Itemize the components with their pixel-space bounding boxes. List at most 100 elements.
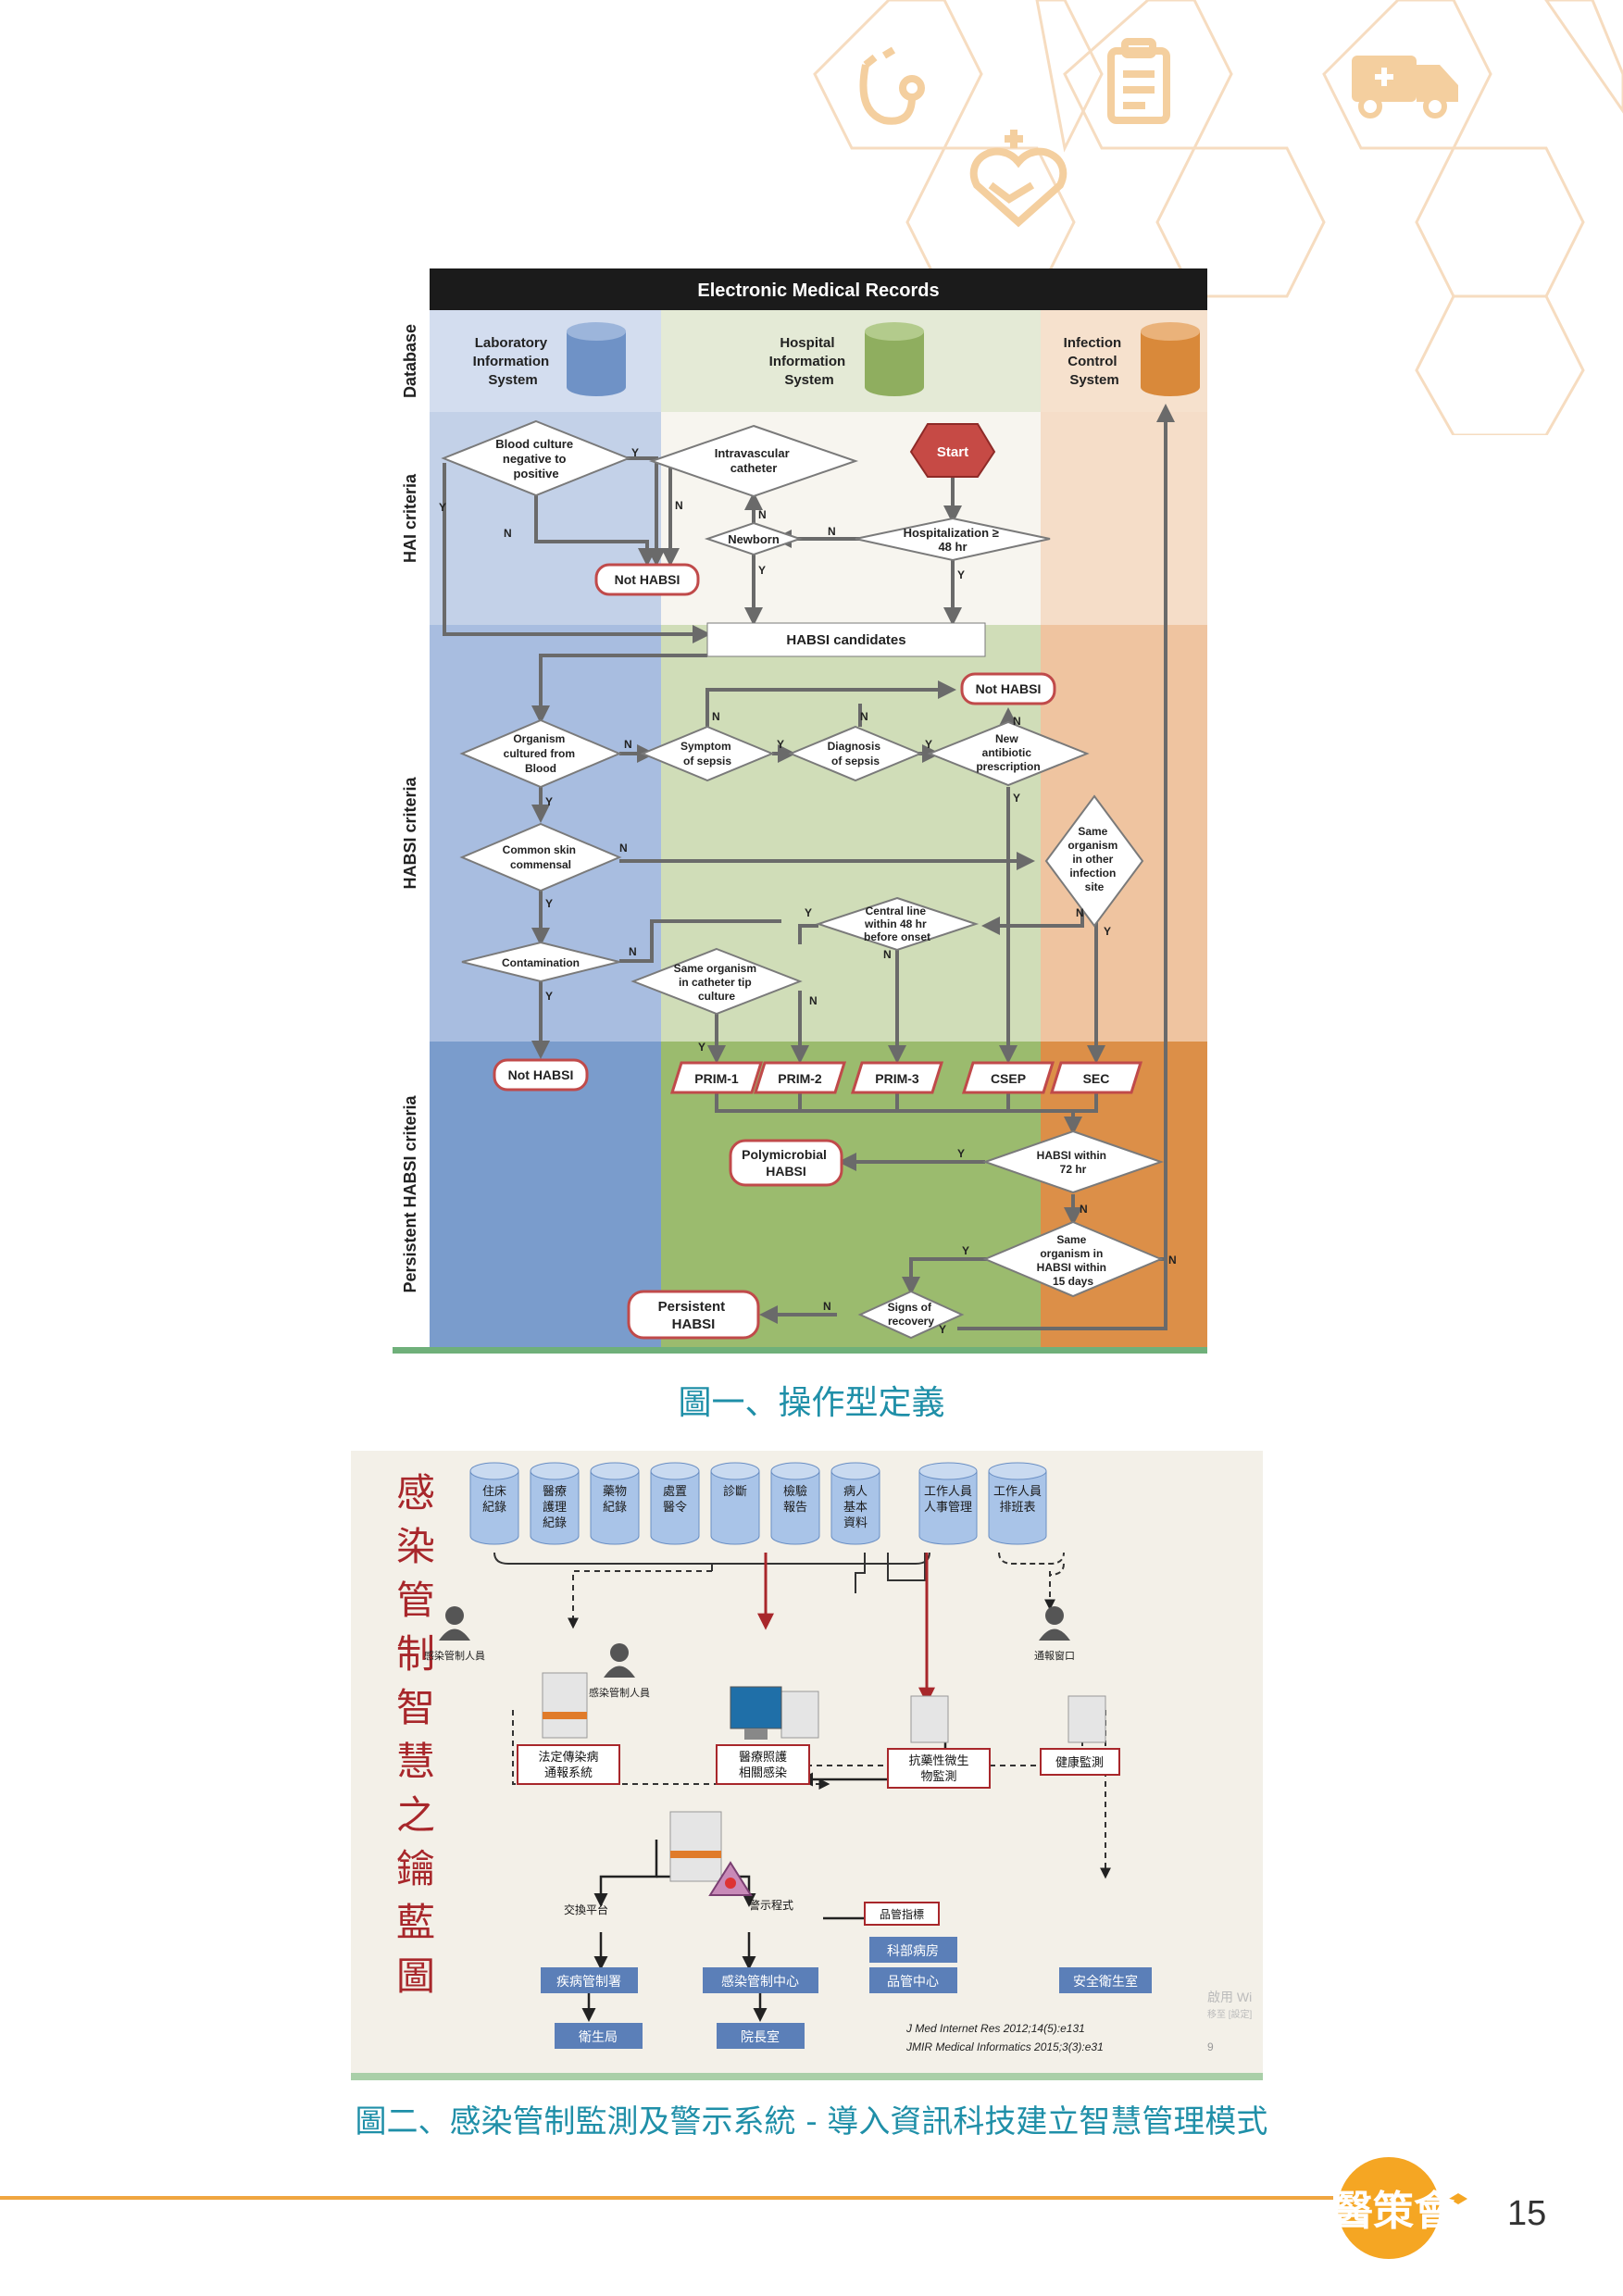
database-infection-control: Infection Control System: [1064, 322, 1200, 396]
svg-text:慧: 慧: [396, 1740, 435, 1783]
svg-text:衛生局: 衛生局: [579, 2029, 618, 2044]
not-habsi-2-label: Not HABSI: [976, 681, 1042, 696]
outcome-prim2: PRIM-2: [753, 1061, 847, 1094]
outcome-csep: CSEP: [961, 1061, 1055, 1094]
quality-label-box: [864, 1902, 940, 1926]
svg-text:感染管制中心: 感染管制中心: [721, 1974, 799, 1989]
svg-text:之: 之: [396, 1793, 435, 1837]
svg-text:疾病管制署: 疾病管制署: [556, 1974, 621, 1989]
svg-text:Same organism in catheter: Same organism in catheter tip culture: [674, 962, 760, 1003]
svg-text:Y: Y: [957, 568, 965, 581]
svg-text:Blood culture negative to: Blood culture negative to positive: [495, 437, 576, 480]
decision-symptom: [640, 725, 775, 782]
svg-text:Y: Y: [439, 501, 446, 514]
database-label: 紀錄: [482, 1500, 506, 1514]
system-box-3: [887, 1748, 991, 1789]
database-label: 紀錄: [603, 1500, 627, 1514]
svg-text:Central line within 48 hr: Central line within 48 hr before onset: [864, 905, 930, 943]
logo: 醫策會: [1332, 2157, 1467, 2259]
decision-contamination: [461, 941, 620, 983]
svg-text:Diagnosis of sepsis: Diagnosis of sepsis: [828, 740, 884, 767]
figure-2-caption: 圖二、感染管制監測及警示系統 - 導入資訊科技建立智慧管理模式: [355, 2103, 1268, 2140]
decision-habsi-72hr: [981, 1129, 1165, 1194]
svg-text:Y: Y: [777, 738, 784, 751]
system-box-2: [716, 1744, 810, 1785]
svg-text:Y: Y: [545, 990, 553, 1003]
row-label-persistent: Persistent HABSI criteria: [401, 1094, 419, 1292]
svg-text:Same organism in HABSI: Same organism in HABSI within 15 days: [1037, 1233, 1110, 1288]
watermark-2: 移至 [設定]: [1207, 2008, 1253, 2020]
newborn-label: Newborn: [728, 532, 780, 546]
svg-text:CSEP: CSEP: [991, 1071, 1026, 1086]
server-icon: [542, 1672, 1106, 1882]
box-cdc: [541, 1967, 638, 1993]
svg-text:圖: 圖: [396, 1954, 435, 1998]
start-label: Start: [937, 444, 968, 460]
svg-text:HABSI within 72 hr: HABSI within 72 hr: [1037, 1149, 1110, 1176]
warning-label: 警示程式: [749, 1898, 793, 1912]
svg-text:N: N: [883, 948, 892, 961]
svg-text:Y: Y: [962, 1244, 969, 1257]
svg-text:New antibiotic prescri: New antibiotic prescription: [976, 732, 1040, 773]
svg-text:藍: 藍: [396, 1901, 435, 1944]
svg-text:染: 染: [396, 1525, 435, 1568]
figure-1-caption: 圖一、操作型定義: [678, 1384, 945, 1422]
database-label: 基本: [843, 1500, 868, 1514]
reference-1: J Med Internet Res 2012;14(5):e131: [905, 2022, 1085, 2035]
heart-handshake-icon: [969, 130, 1067, 228]
svg-text:Laboratory Information: Laboratory Information System: [473, 335, 554, 388]
decision-same-organism-15days: [982, 1220, 1164, 1298]
footer-line: [0, 2196, 1333, 2200]
database-label: 住床: [482, 1484, 506, 1498]
svg-text:Y: Y: [1104, 925, 1111, 938]
page-number: 15: [1507, 2194, 1547, 2233]
database-label: 紀錄: [543, 1516, 567, 1529]
figure-1-flowchart: Electronic Medical Records Database HAI …: [393, 268, 1207, 1354]
database-label: 工作人員: [924, 1484, 972, 1498]
svg-text:Infection Control: Infection Control System: [1064, 335, 1126, 388]
row-label-database: Database: [401, 324, 419, 398]
svg-text:Persistent HABSI: Persistent HABSI: [658, 1299, 730, 1332]
figure-2-system-diagram: 感 染 管 制 智 慧 之 鑰 藍 圖 住床紀錄醫療護理紀錄藥物紀錄處置醫令診斷…: [351, 1451, 1263, 2080]
decision-common-skin: [459, 822, 622, 892]
box-department-ward: [869, 1937, 957, 1963]
monitor-icon: [730, 1686, 782, 1740]
terminal-not-habsi-1: [594, 563, 700, 596]
svg-text:智: 智: [396, 1686, 435, 1729]
svg-text:Y: Y: [925, 738, 932, 751]
watermark-1: 啟用 Wi: [1207, 1990, 1252, 2004]
svg-text:Intravascular catheter: Intravascular catheter: [715, 446, 793, 475]
database-label: 藥物: [603, 1484, 627, 1498]
svg-text:N: N: [758, 508, 767, 521]
decision-organism: [459, 718, 622, 789]
svg-text:Common skin commensal: Common skin commensal: [503, 843, 580, 871]
svg-text:Organism cultured from: Organism cultured from Blood: [504, 732, 579, 775]
ambulance-icon: [1352, 56, 1458, 119]
svg-text:Y: Y: [805, 906, 812, 919]
row-label-habsi: HABSI criteria: [401, 776, 419, 889]
svg-text:鑰: 鑰: [396, 1847, 435, 1890]
svg-text:Polymicrobial HABSI: Polymicrobial HABSI: [742, 1147, 830, 1179]
svg-text:Y: Y: [939, 1323, 946, 1336]
svg-text:N: N: [1076, 906, 1084, 919]
svg-text:N: N: [1080, 1203, 1088, 1216]
box-superintendent: [717, 2023, 805, 2049]
start-node: [909, 423, 996, 478]
svg-text:Hospital Information: Hospital Information System: [769, 335, 850, 388]
svg-text:法定傳染病: 法定傳染病: [538, 1750, 598, 1764]
outcome-sec: SEC: [1049, 1061, 1143, 1094]
habsi-candidates-box: [706, 622, 986, 657]
database-label: 醫療: [543, 1484, 567, 1498]
svg-text:PRIM-2: PRIM-2: [778, 1071, 822, 1086]
decision-same-organism-catheter: [630, 947, 803, 1016]
terminal-not-habsi-3: [493, 1058, 589, 1092]
database-label: 病人: [843, 1484, 868, 1498]
svg-text:Y: Y: [545, 795, 553, 808]
database-label: 人事管理: [924, 1500, 972, 1514]
terminal-not-habsi-2: [960, 672, 1056, 705]
svg-text:N: N: [828, 525, 836, 538]
terminal-persistent-habsi: [627, 1290, 760, 1340]
